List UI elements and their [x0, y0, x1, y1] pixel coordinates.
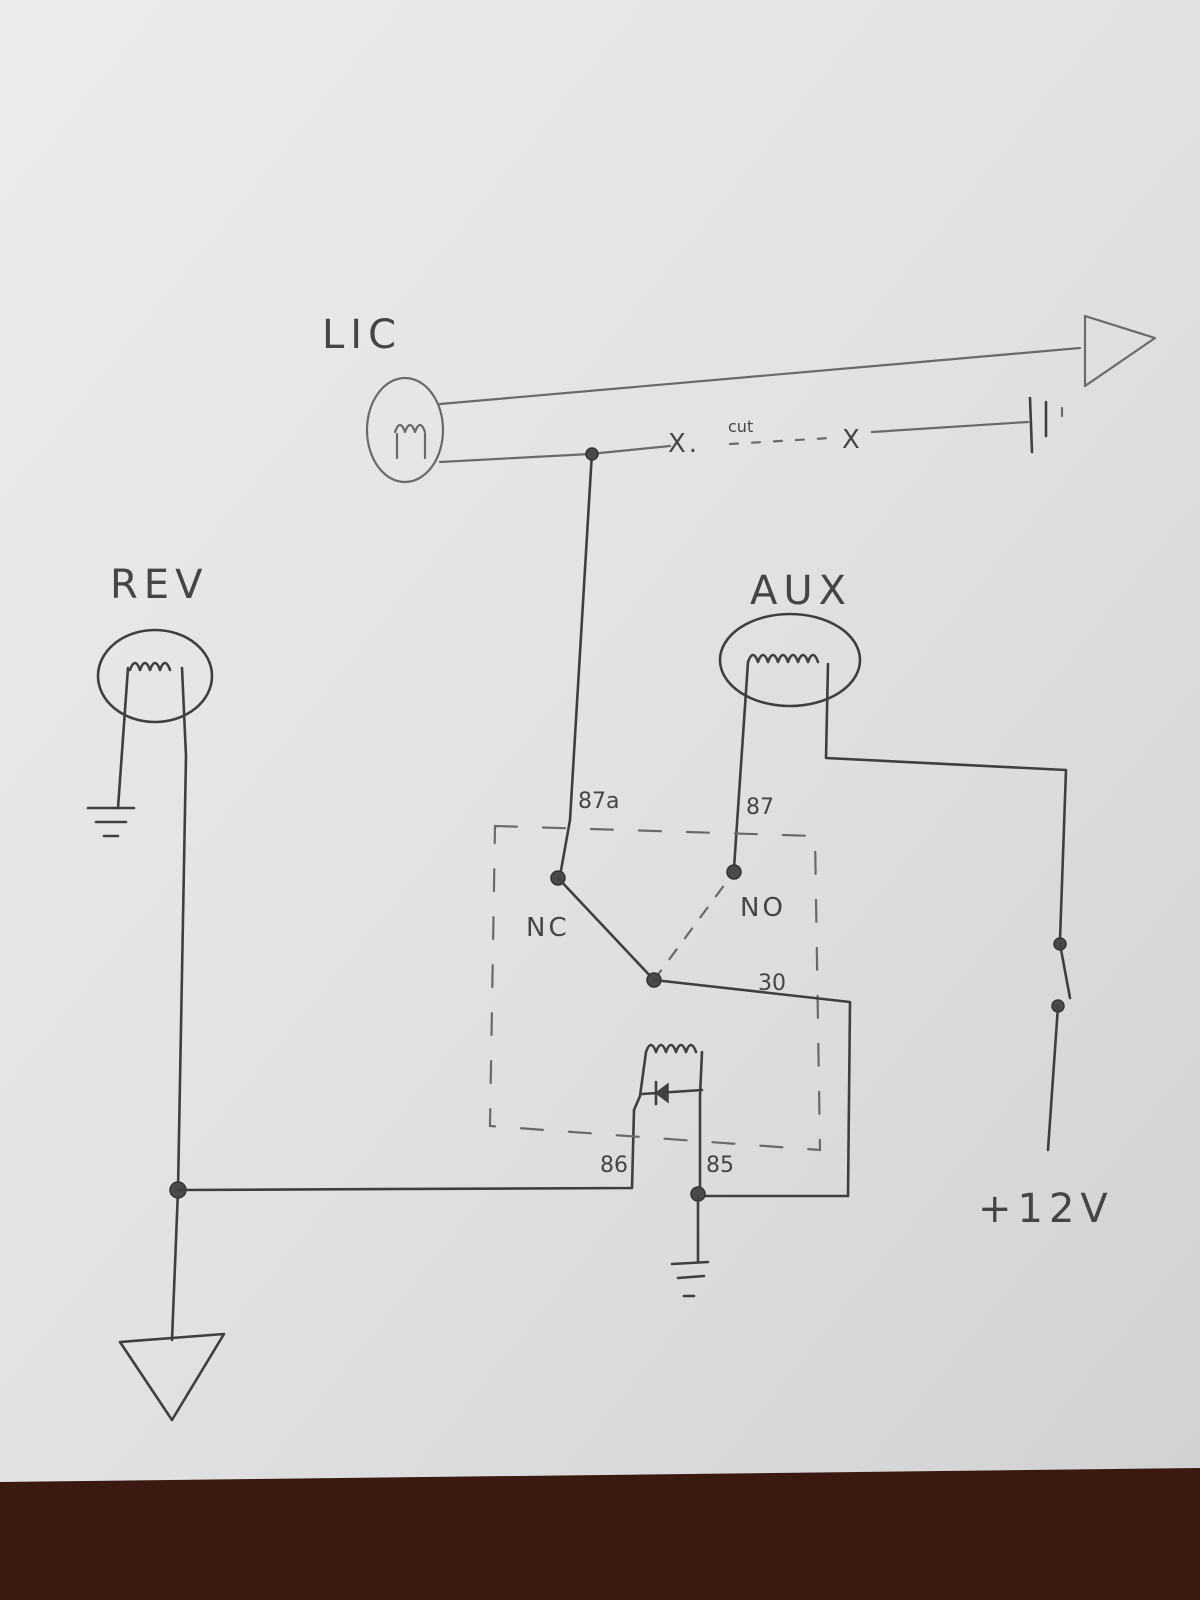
- pin-85-label: 85: [706, 1153, 734, 1178]
- relay-coil-icon: [632, 1043, 704, 1198]
- paper-sheet: [0, 0, 1200, 1482]
- lic-lamp-icon: [365, 376, 445, 484]
- arrow-right-icon: [1083, 314, 1157, 388]
- relay-ground-icon: [670, 1260, 710, 1298]
- wire-lic-to-87a: [558, 450, 594, 878]
- battery-wire: [870, 420, 1030, 434]
- battery-icon: [1028, 396, 1064, 454]
- cut-label: cut: [728, 417, 753, 436]
- contact-no: [726, 864, 742, 880]
- pin-87-label: 87: [746, 795, 774, 820]
- switch-icon: [1046, 937, 1072, 1152]
- rev-ground-icon: [86, 806, 136, 838]
- cut-mark-right: X: [842, 425, 863, 455]
- cut-mark-left: X.: [668, 429, 700, 459]
- switch-arm: [556, 876, 656, 982]
- arrow-down-icon: [118, 1332, 226, 1422]
- relay-housing: [488, 824, 822, 1152]
- supply-label: +12V: [978, 1186, 1114, 1232]
- cut-gap: [728, 436, 832, 446]
- pin-86-label: 86: [600, 1153, 628, 1178]
- pin-87a-label: 87a: [578, 789, 619, 814]
- diode-icon: [640, 1080, 704, 1106]
- lic-upper-wire: [438, 346, 1082, 406]
- no-label: NO: [740, 893, 786, 923]
- rev-lamp-icon: [96, 628, 214, 810]
- lic-label: LIC: [322, 312, 402, 358]
- wire-30: [652, 978, 852, 1198]
- junction-lic: [585, 447, 599, 461]
- aux-label: AUX: [750, 568, 852, 614]
- nc-label: NC: [526, 913, 570, 943]
- switch-arm-alt: [652, 878, 730, 982]
- rev-label: REV: [110, 562, 208, 608]
